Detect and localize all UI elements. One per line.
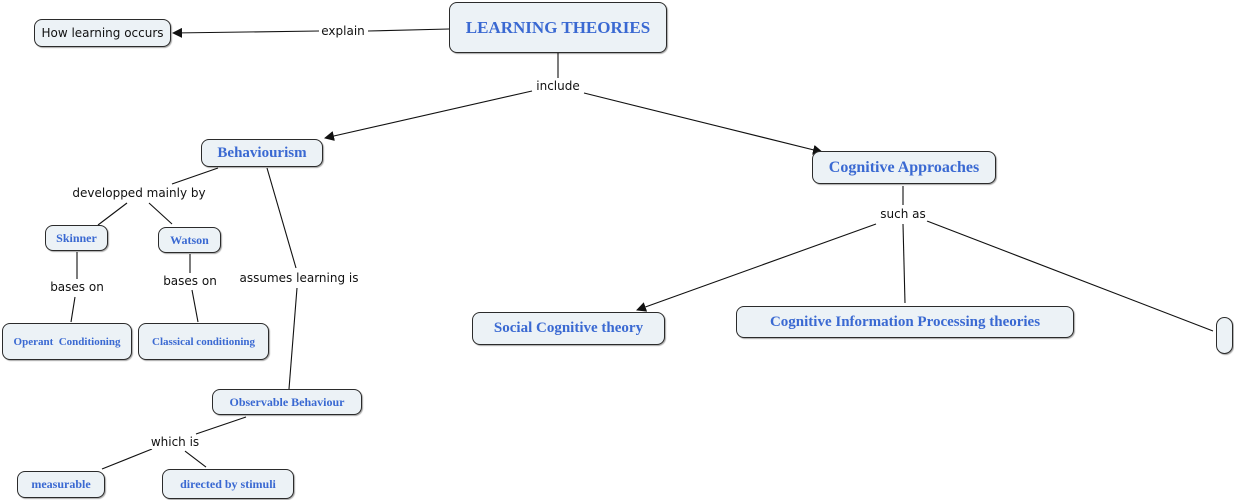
link-assumes-observable bbox=[288, 287, 298, 390]
node-operant-conditioning[interactable]: Operant Conditioning bbox=[2, 323, 132, 360]
link-whichis-directed bbox=[184, 450, 207, 468]
node-empty[interactable] bbox=[1216, 317, 1233, 354]
link-include-behaviourism bbox=[324, 90, 533, 141]
link-include-cognitive bbox=[583, 92, 823, 155]
link-developped-watson bbox=[148, 202, 173, 225]
link-label-which-is: which is bbox=[148, 435, 202, 449]
link-bases-classical bbox=[191, 289, 199, 323]
link-label-bases-on-skinner: bases on bbox=[48, 280, 106, 294]
node-behaviourism[interactable]: Behaviourism bbox=[201, 139, 323, 167]
link-suchas-empty bbox=[926, 220, 1214, 332]
link-theories-explain bbox=[367, 28, 450, 32]
link-label-such-as: such as bbox=[878, 207, 928, 221]
link-label-assumes-learning-is: assumes learning is bbox=[237, 271, 361, 285]
link-behaviourism-assumes bbox=[266, 167, 297, 269]
node-observable-behaviour[interactable]: Observable Behaviour bbox=[212, 389, 362, 415]
node-cognitive-approaches[interactable]: Cognitive Approaches bbox=[812, 151, 996, 184]
node-watson[interactable]: Watson bbox=[158, 227, 221, 253]
link-suchas-social bbox=[636, 223, 877, 312]
node-classical-conditioning[interactable]: Classical conditioning bbox=[138, 323, 269, 360]
node-cognitive-information-processing[interactable]: Cognitive Information Processing theorie… bbox=[736, 306, 1074, 338]
node-learning-theories[interactable]: LEARNING THEORIES bbox=[449, 2, 667, 53]
node-measurable[interactable]: measurable bbox=[17, 471, 105, 498]
link-developped-skinner bbox=[97, 202, 128, 226]
link-label-developped-mainly-by: developped mainly by bbox=[70, 186, 208, 200]
link-whichis-measurable bbox=[101, 448, 153, 470]
link-behaviourism-developped bbox=[171, 167, 219, 185]
node-social-cognitive-theory[interactable]: Social Cognitive theory bbox=[472, 312, 665, 345]
node-directed-by-stimuli[interactable]: directed by stimuli bbox=[162, 469, 294, 499]
link-label-include: include bbox=[534, 79, 582, 93]
node-how-learning-occurs[interactable]: How learning occurs bbox=[34, 19, 171, 47]
link-suchas-cip bbox=[902, 223, 906, 304]
link-explain-how-learning bbox=[172, 27, 320, 38]
link-observable-whichis bbox=[195, 416, 247, 435]
link-label-bases-on-watson: bases on bbox=[161, 274, 219, 288]
link-label-explain: explain bbox=[319, 24, 367, 38]
link-bases-operant bbox=[70, 296, 76, 323]
node-skinner[interactable]: Skinner bbox=[45, 225, 108, 251]
